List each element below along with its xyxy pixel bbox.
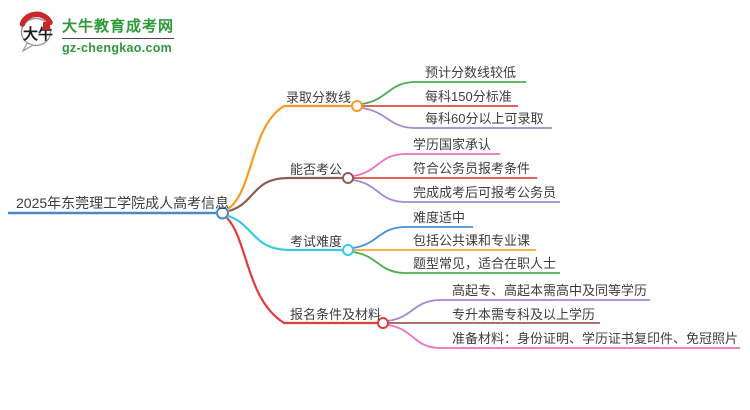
leaf-label: 准备材料：身份证明、学历证书复印件、免冠照片	[452, 331, 739, 346]
branch-line-requirements	[226, 217, 377, 325]
branch-line-admission-scores	[227, 104, 352, 210]
leaf-line	[361, 81, 526, 105]
leaf-label: 每科60分以上可录取	[425, 111, 544, 126]
branch-label-civil-service: 能否考公	[290, 162, 343, 177]
root-node-circle	[216, 206, 229, 220]
leaf-label: 包括公共课和专业课	[413, 233, 531, 248]
logo-text-block: 大牛教育成考网 gz-chengkao.com	[62, 9, 175, 55]
daniu-logo-icon: 大牛	[19, 11, 53, 53]
leaf-line	[387, 299, 650, 322]
leaf-line	[352, 153, 500, 177]
leaf-line	[352, 179, 560, 203]
leaf-label: 题型常见，适合在职人士	[413, 256, 557, 271]
branch-node-circle	[342, 172, 354, 184]
root-node-label: 2025年东莞理工学院成人高考信息	[16, 195, 230, 211]
branch-label-requirements: 报名条件及材料	[290, 307, 382, 322]
leaf-line	[361, 107, 552, 129]
branch-line-civil-service	[228, 176, 342, 213]
logo-url: gz-chengkao.com	[62, 41, 173, 55]
leaf-label: 难度适中	[413, 210, 466, 225]
leaf-line	[352, 251, 560, 274]
branch-line-exam-difficulty	[227, 214, 342, 252]
leaf-label: 符合公务员报考条件	[413, 161, 531, 176]
leaf-line	[387, 324, 740, 349]
leaf-line	[352, 226, 473, 249]
branch-label-exam-difficulty: 考试难度	[290, 234, 343, 249]
leaf-label: 高起专、高起本需高中及同等学历	[452, 283, 648, 298]
leaf-label: 专升本需专科及以上学历	[452, 307, 596, 322]
leaf-label: 预计分数线较低	[425, 65, 517, 80]
logo-title: 大牛教育成考网	[62, 18, 175, 35]
branch-node-circle	[377, 317, 389, 329]
logo-divider	[62, 38, 175, 39]
site-logo: 大牛 大牛教育成考网 gz-chengkao.com	[18, 9, 175, 55]
leaf-label: 每科150分标准	[425, 89, 512, 104]
leaf-label: 学历国家承认	[413, 137, 492, 152]
branch-node-circle	[351, 100, 363, 112]
branch-label-admission-scores: 录取分数线	[286, 90, 352, 105]
branch-node-circle	[342, 244, 354, 256]
leaf-label: 完成成考后可报考公务员	[413, 185, 557, 200]
